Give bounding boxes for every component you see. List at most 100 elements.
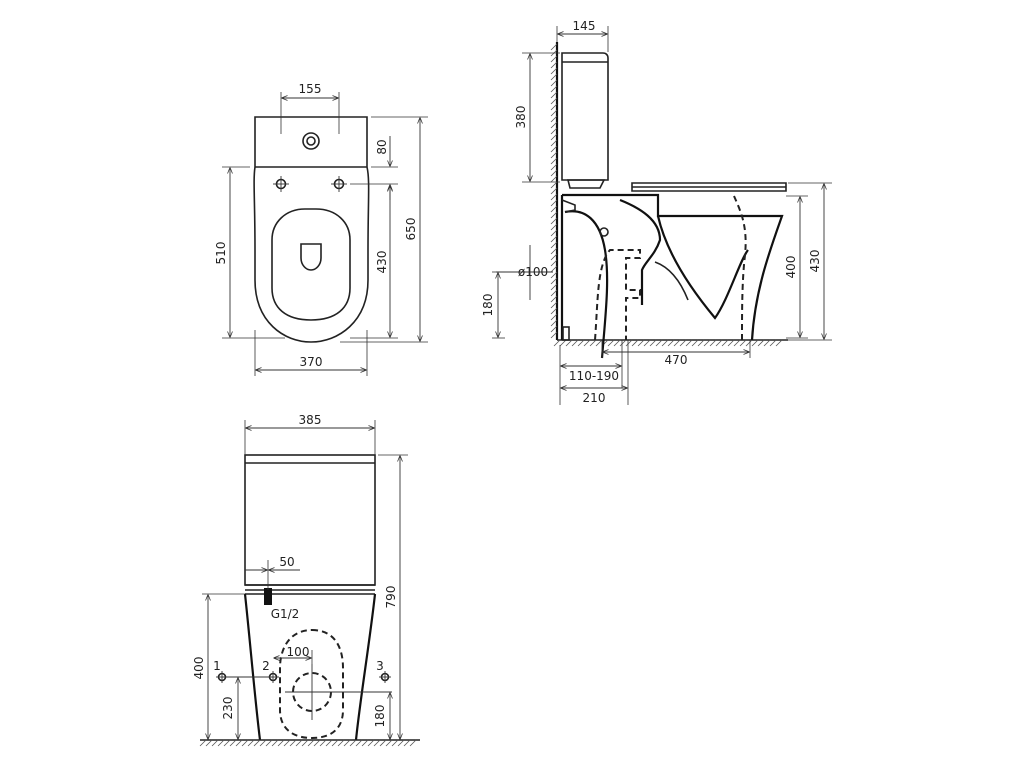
hatch-line	[550, 265, 558, 273]
hatch-line	[550, 319, 558, 327]
hatch-line	[697, 339, 705, 347]
dim-50-label: 50	[279, 555, 294, 569]
hatch-line	[550, 289, 558, 297]
hatch-line	[577, 339, 585, 347]
bowl-body	[562, 193, 784, 341]
hatch-line	[355, 739, 363, 747]
flush-button-icon	[302, 132, 320, 150]
hatch-line	[550, 187, 558, 195]
dim-110-190-label: 110-190	[569, 369, 619, 383]
hatch-line	[550, 223, 558, 231]
front-outlet-dashed	[279, 628, 344, 740]
hatch-line	[643, 339, 651, 347]
dim-400-front-label: 400	[192, 657, 206, 680]
hatch-line	[550, 241, 558, 249]
hatch-line	[217, 739, 225, 747]
hatch-line	[550, 211, 558, 219]
hatch-line	[550, 199, 558, 207]
hatch-line	[550, 151, 558, 159]
outlet-pipe-dashed	[594, 249, 641, 341]
hatch-line	[265, 739, 273, 747]
hatch-line	[775, 339, 783, 347]
hatch-line	[613, 339, 621, 347]
hatch-line	[757, 339, 765, 347]
hatch-line	[373, 739, 381, 747]
hatch-line	[550, 181, 558, 189]
dim-430-side-label: 430	[808, 250, 822, 273]
hatch-line	[550, 229, 558, 237]
hatch-line	[283, 739, 291, 747]
hatch-line	[295, 739, 303, 747]
hatch-line	[550, 79, 558, 87]
bowl-opening	[300, 243, 322, 271]
hatch-line	[679, 339, 687, 347]
hatch-line	[319, 739, 327, 747]
hatch-line	[550, 85, 558, 93]
hatch-line	[727, 339, 735, 347]
hatch-line	[649, 339, 657, 347]
hatch-line	[721, 339, 729, 347]
hatch-line	[550, 169, 558, 177]
hatch-line	[550, 307, 558, 315]
hatch-line	[685, 339, 693, 347]
dim-210-label: 210	[583, 391, 606, 405]
dim-180-front-label: 180	[373, 705, 387, 728]
hatch-line	[550, 61, 558, 69]
hatch-line	[625, 339, 633, 347]
hatch-line	[391, 739, 399, 747]
hatch-line	[223, 739, 231, 747]
hatch-line	[751, 339, 759, 347]
hatch-line	[589, 339, 597, 347]
hatch-line	[271, 739, 279, 747]
hatch-line	[241, 739, 249, 747]
hatch-line	[550, 175, 558, 183]
dim-400-label: 400	[784, 256, 798, 279]
side-view: 145 380 ø100 180 400 430 470 1	[481, 19, 832, 405]
hatch-line	[343, 739, 351, 747]
hatch-line	[631, 339, 639, 347]
hatch-line	[259, 739, 267, 747]
dim-510-label: 510	[214, 242, 228, 265]
front-bowl-base	[243, 593, 377, 741]
hatch-line	[583, 339, 591, 347]
hatch-line	[550, 217, 558, 225]
hatch-line	[205, 739, 213, 747]
hatch-line	[550, 97, 558, 105]
hatch-line	[709, 339, 717, 347]
hatch-line	[289, 739, 297, 747]
hatch-line	[379, 739, 387, 747]
hatch-line	[655, 339, 663, 347]
hatch-line	[550, 103, 558, 111]
hatch-line	[307, 739, 315, 747]
dim-385-label: 385	[299, 413, 322, 427]
hatch-line	[763, 339, 771, 347]
hatch-line	[637, 339, 645, 347]
hatch-line	[337, 739, 345, 747]
dim-100-front-label: 100	[287, 645, 310, 659]
point-2-label: 2	[262, 659, 270, 673]
point-3-label: 3	[376, 659, 384, 673]
wall-hatch	[550, 43, 558, 339]
point-1-label: 1	[213, 659, 221, 673]
hatch-line	[550, 295, 558, 303]
water-inlet	[264, 588, 272, 605]
front-cistern	[244, 454, 376, 586]
hatch-line	[550, 139, 558, 147]
hatch-line	[550, 133, 558, 141]
hatch-line	[550, 43, 558, 51]
front-floor-hatch	[199, 739, 417, 747]
hatch-line	[247, 739, 255, 747]
hatch-line	[550, 73, 558, 81]
hatch-line	[691, 339, 699, 347]
cistern-outline	[561, 52, 609, 181]
dim-370-label: 370	[300, 355, 323, 369]
hatch-line	[550, 127, 558, 135]
hatch-line	[733, 339, 741, 347]
hatch-line	[550, 277, 558, 285]
hatch-line	[739, 339, 747, 347]
hatch-line	[550, 91, 558, 99]
hatch-line	[403, 739, 411, 747]
hatch-line	[565, 339, 573, 347]
dim-180-label: 180	[481, 294, 495, 317]
